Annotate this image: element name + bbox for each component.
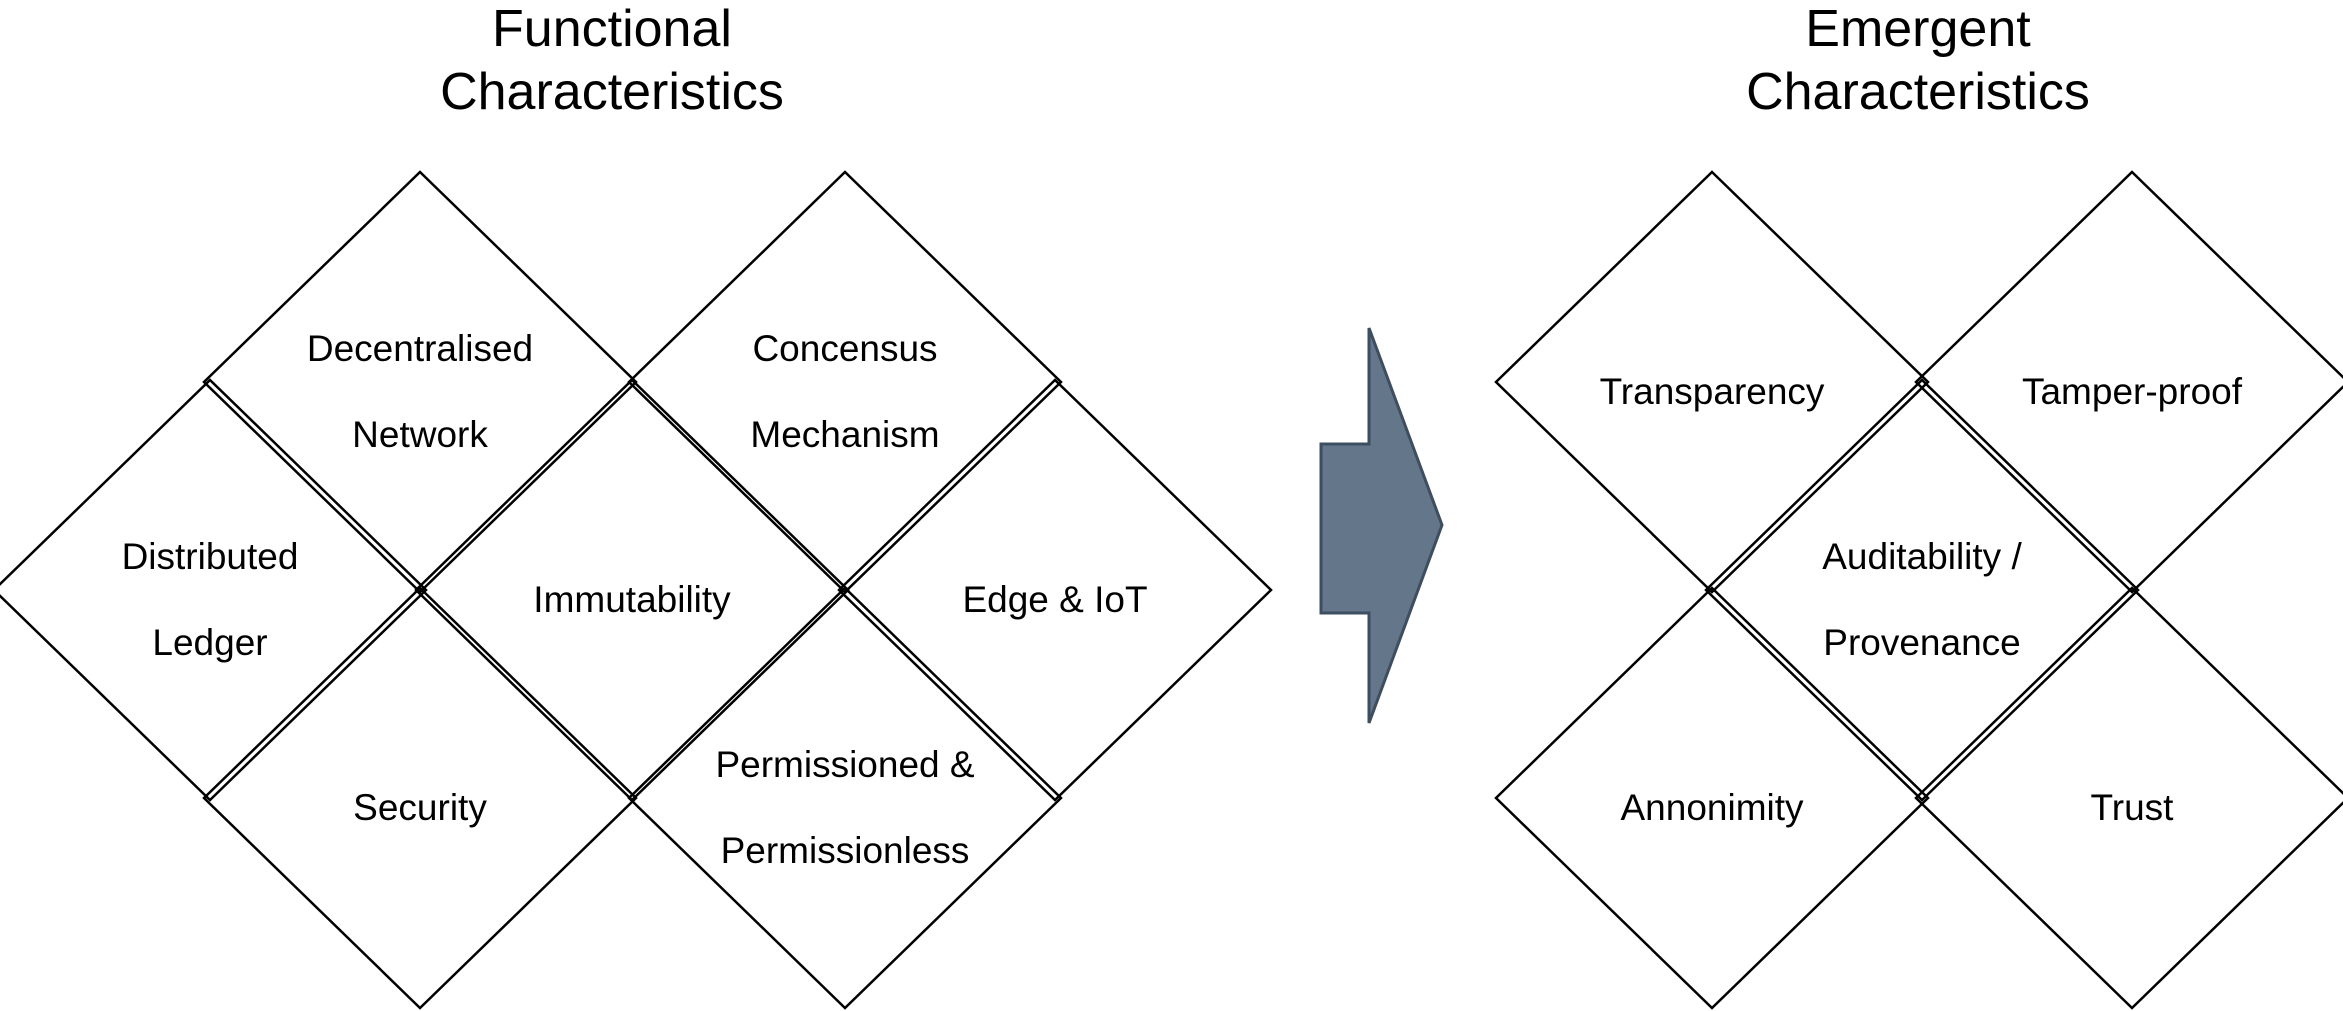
- label-line: Permissioned &: [715, 744, 975, 785]
- diamond-transparency: [1494, 170, 1930, 594]
- diamond-edge-iot: [837, 378, 1273, 802]
- label-line: Ledger: [152, 622, 268, 663]
- node-label-auditability-provenance: Auditability / Provenance: [1822, 514, 2022, 686]
- right-group-title: Emergent Characteristics: [1746, 0, 2090, 124]
- diamond-trust: [1914, 586, 2343, 1010]
- label-line: Auditability /: [1822, 536, 2022, 577]
- node-label-decentralised-network: Decentralised Network: [307, 306, 533, 478]
- node-label-immutability: Immutability: [533, 557, 730, 643]
- label-line: Decentralised: [306, 328, 534, 369]
- diamond-tamper-proof: [1914, 170, 2343, 594]
- node-label-concensus-mechanism: Concensus Mechanism: [750, 306, 939, 478]
- title-line: Emergent: [1805, 0, 2031, 58]
- label-line: Permissionless: [720, 830, 970, 871]
- label-line: Immutability: [533, 579, 731, 620]
- node-label-transparency: Transparency: [1600, 349, 1825, 435]
- diamond-distributed-ledger: [0, 378, 428, 802]
- label-line: Security: [353, 787, 487, 828]
- diamond-security: [202, 586, 638, 1010]
- node-label-security: Security: [353, 765, 487, 851]
- node-label-trust: Trust: [2091, 765, 2174, 851]
- title-line: Characteristics: [1746, 63, 2090, 121]
- title-line: Characteristics: [440, 63, 784, 121]
- node-label-edge-iot: Edge & IoT: [962, 557, 1147, 643]
- label-line: Concensus: [752, 328, 938, 369]
- label-line: Edge & IoT: [962, 579, 1148, 620]
- node-label-distributed-ledger: Distributed Ledger: [122, 514, 299, 686]
- diamond-annonimity: [1494, 586, 1930, 1010]
- node-label-annonimity: Annonimity: [1620, 765, 1803, 851]
- diamond-permissioned-permissionless: [627, 586, 1063, 1010]
- label-line: Mechanism: [750, 414, 940, 455]
- right-arrow-shape: [1319, 327, 1444, 724]
- node-label-tamper-proof: Tamper-proof: [2022, 349, 2242, 435]
- node-label-permissioned-permissionless: Permissioned & Permissionless: [715, 722, 974, 894]
- label-line: Network: [352, 414, 488, 455]
- label-line: Transparency: [1599, 371, 1825, 412]
- diamond-decentralised-network: [202, 170, 638, 594]
- label-line: Distributed: [121, 536, 299, 577]
- label-line: Provenance: [1823, 622, 2021, 663]
- diamond-auditability-provenance: [1704, 378, 2140, 802]
- title-line: Functional: [492, 0, 732, 58]
- left-group-title: Functional Characteristics: [440, 0, 784, 124]
- label-line: Trust: [2090, 787, 2174, 828]
- label-line: Tamper-proof: [2021, 371, 2243, 412]
- label-line: Annonimity: [1620, 787, 1804, 828]
